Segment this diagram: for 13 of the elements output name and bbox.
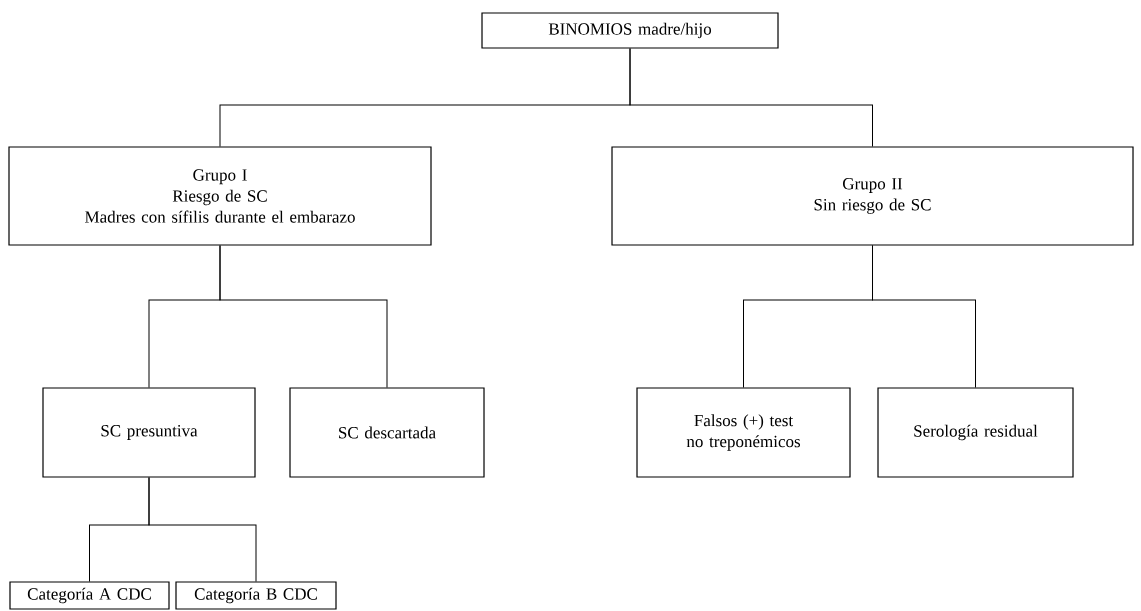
box: BINOMIOS madre/hijo bbox=[481, 12, 779, 49]
box: Grupo II Sin riesgo de SC bbox=[611, 146, 1134, 246]
connector-line bbox=[148, 477, 257, 582]
box: Categoría B CDC bbox=[175, 581, 337, 610]
box: Serología residual bbox=[877, 387, 1074, 478]
connector-line bbox=[872, 245, 976, 388]
connector-line bbox=[219, 245, 388, 388]
box: SC presuntiva bbox=[42, 387, 256, 478]
box: Categoría A CDC bbox=[9, 581, 170, 610]
box: Falsos (+) test no treponémicos bbox=[636, 387, 851, 478]
connector-line bbox=[629, 48, 873, 147]
box: SC descartada bbox=[289, 387, 485, 478]
box: Grupo I Riesgo de SC Madres con sífilis durante el embarazo bbox=[8, 146, 432, 246]
